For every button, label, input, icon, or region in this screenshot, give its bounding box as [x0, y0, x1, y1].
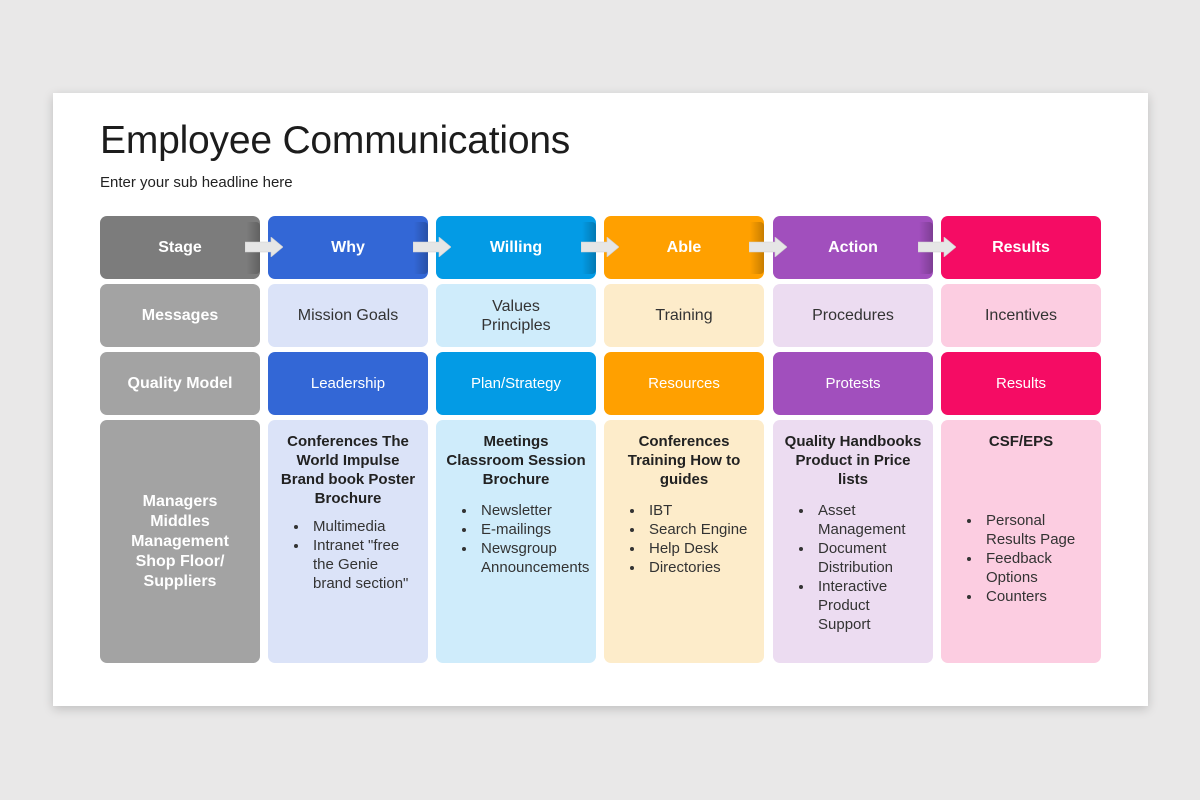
row-label-stage-text: Stage [158, 238, 202, 256]
row-label-audience-text: Managers Middles Management Shop Floor/ … [131, 492, 229, 590]
channels-cell: Meetings Classroom Session BrochureNewsl… [436, 420, 596, 663]
list-item: Asset Management [814, 501, 923, 539]
list-item: Help Desk [645, 539, 747, 558]
channels-list: NewsletterE-mailingsNewsgroup Announceme… [446, 501, 589, 577]
channels-title: Meetings Classroom Session Brochure [446, 433, 586, 488]
message-cell: Procedures [773, 284, 933, 347]
stage-header-text: Why [331, 238, 365, 256]
quality-model-text: Resources [648, 375, 720, 392]
quality-model-cell: Protests [773, 352, 933, 415]
communications-table: Stage Messages Quality Model Managers Mi… [53, 93, 1148, 706]
list-item: Newsgroup Announcements [477, 539, 589, 577]
page-title: Employee Communications [100, 119, 571, 162]
list-item: Multimedia [309, 517, 418, 536]
row-label-quality-model: Quality Model [100, 352, 260, 415]
message-cell: Incentives [941, 284, 1101, 347]
channels-cell: Conferences The World Impulse Brand book… [268, 420, 428, 663]
channels-cell: Conferences Training How to guidesIBTSea… [604, 420, 764, 663]
list-item: IBT [645, 501, 747, 520]
list-item: Search Engine [645, 520, 747, 539]
channels-list: MultimediaIntranet "free the Genie brand… [278, 517, 418, 593]
channels-cell: Quality Handbooks Product in Price lists… [773, 420, 933, 663]
list-item: Directories [645, 558, 747, 577]
sub-headline: Enter your sub headline here [100, 174, 293, 191]
message-cell: Mission Goals [268, 284, 428, 347]
stage-header-text: Action [828, 238, 878, 256]
stage-header-willing: Willing [436, 216, 596, 279]
message-text: Training [655, 307, 713, 324]
channels-title: CSF/EPS [988, 433, 1054, 450]
quality-model-text: Plan/Strategy [470, 375, 562, 392]
row-label-messages-text: Messages [141, 306, 219, 324]
arrow-right-icon [749, 237, 787, 257]
stage-header-text: Results [992, 238, 1050, 256]
message-cell: Values Principles [436, 284, 596, 347]
stage-header-why: Why [268, 216, 428, 279]
stage-header-results: Results [941, 216, 1101, 279]
channels-title: Quality Handbooks Product in Price lists [784, 433, 922, 488]
list-item: E-mailings [477, 520, 589, 539]
message-text: Mission Goals [297, 307, 399, 324]
list-item: Feedback Options [982, 549, 1091, 587]
message-text: Values Principles [481, 297, 551, 334]
stage-header-text: Willing [489, 238, 543, 256]
slide: Employee Communications Enter your sub h… [53, 93, 1148, 706]
list-item: Personal Results Page [982, 511, 1091, 549]
channels-cell: CSF/EPS Personal Results PageFeedback Opt… [941, 420, 1101, 663]
channels-title: Conferences The World Impulse Brand book… [280, 433, 416, 507]
quality-model-cell: Plan/Strategy [436, 352, 596, 415]
channels-list: Personal Results PageFeedback OptionsCou… [951, 511, 1091, 606]
arrow-right-icon [581, 237, 619, 257]
list-item: Document Distribution [814, 539, 923, 577]
stage-header-action: Action [773, 216, 933, 279]
list-item: Intranet "free the Genie brand section" [309, 536, 418, 593]
quality-model-text: Protests [825, 375, 881, 392]
quality-model-cell: Leadership [268, 352, 428, 415]
quality-model-text: Leadership [310, 375, 386, 392]
quality-model-cell: Results [941, 352, 1101, 415]
list-item: Newsletter [477, 501, 589, 520]
channels-title: Conferences Training How to guides [627, 433, 741, 488]
row-label-messages: Messages [100, 284, 260, 347]
stage-header-able: Able [604, 216, 764, 279]
channels-list: Asset ManagementDocument DistributionInt… [783, 501, 923, 634]
arrow-right-icon [413, 237, 451, 257]
quality-model-text: Results [995, 375, 1047, 392]
message-text: Procedures [812, 307, 894, 324]
arrow-right-icon [918, 237, 956, 257]
list-item: Interactive Product Support [814, 577, 923, 634]
list-item: Counters [982, 587, 1091, 606]
message-text: Incentives [984, 307, 1058, 324]
quality-model-cell: Resources [604, 352, 764, 415]
row-label-audience: Managers Middles Management Shop Floor/ … [100, 420, 260, 663]
arrow-right-icon [245, 237, 283, 257]
stage-header-text: Able [666, 238, 702, 256]
channels-list: IBTSearch EngineHelp DeskDirectories [614, 501, 747, 577]
row-label-quality-model-text: Quality Model [127, 374, 233, 392]
message-cell: Training [604, 284, 764, 347]
row-label-stage: Stage [100, 216, 260, 279]
